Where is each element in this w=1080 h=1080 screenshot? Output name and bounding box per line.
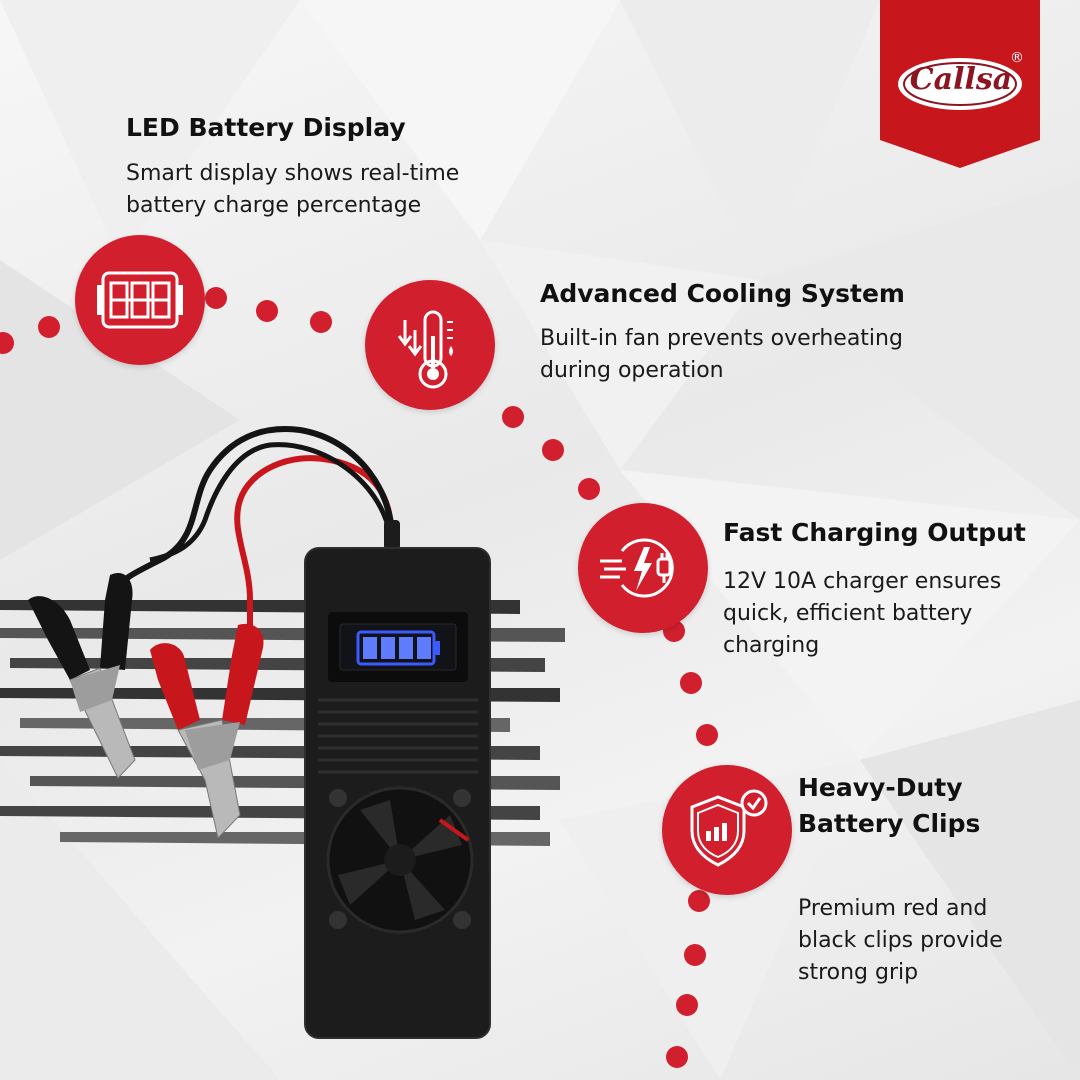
feature-desc-led: Smart display shows real-time battery ch… — [126, 161, 460, 218]
feature-clips-icon-circle — [662, 765, 792, 895]
path-dot — [38, 316, 60, 338]
path-dot — [696, 724, 718, 746]
feature-desc-cooling: Built-in fan prevents overheating during… — [540, 326, 903, 383]
feature-desc-charging: 12V 10A charger ensures quick, efficient… — [723, 569, 1002, 658]
path-dot — [578, 478, 600, 500]
feature-desc-clips: Premium red and black clips provide stro… — [798, 896, 1003, 985]
feature-cooling-icon-circle — [365, 280, 495, 410]
charger-illustration — [0, 426, 565, 1039]
path-dot — [205, 287, 227, 309]
path-dot — [680, 672, 702, 694]
path-dot — [0, 332, 14, 354]
feature-title-clips: Heavy-Duty Battery Clips — [798, 773, 981, 838]
shield-check-icon — [690, 789, 768, 867]
black-clip — [28, 572, 136, 779]
fast-charge-plug-icon — [600, 538, 674, 598]
red-clip — [150, 623, 264, 840]
thermometer-icon — [397, 310, 453, 389]
cooling-fan — [326, 786, 474, 934]
feature-charging-icon-circle — [578, 503, 708, 633]
path-dot — [684, 944, 706, 966]
path-dot — [666, 1046, 688, 1068]
feature-title-charging: Fast Charging Output — [723, 518, 1026, 547]
path-dot — [688, 890, 710, 912]
path-dot — [310, 311, 332, 333]
registered-mark: ® — [1010, 50, 1024, 66]
path-dot — [256, 300, 278, 322]
feature-title-led: LED Battery Display — [126, 113, 406, 142]
path-dot — [542, 439, 564, 461]
path-dot — [502, 406, 524, 428]
brand-logo: Callsa — [909, 62, 1013, 97]
path-dot — [676, 994, 698, 1016]
battery-led-indicator — [356, 630, 440, 666]
feature-title-cooling: Advanced Cooling System — [540, 279, 905, 308]
feature-led-icon-circle — [75, 235, 205, 365]
led-display-icon — [97, 271, 183, 329]
brand-banner — [880, 0, 1040, 168]
